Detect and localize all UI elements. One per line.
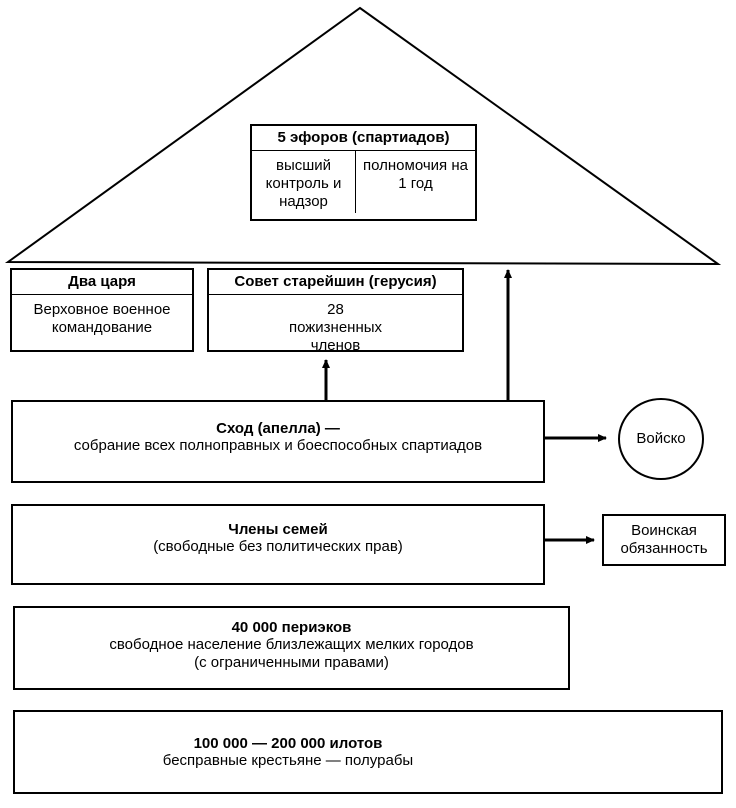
families-text: (свободные без политических прав) [153,538,403,555]
roof-triangle [4,6,722,266]
kings-text: Верховное военное командование [33,301,171,336]
duty-label: Воинская обязанность [620,522,708,557]
helots-text: бесправные крестьяне — полурабы [162,751,414,769]
ephors-left-text: высший контроль и надзор [252,151,356,213]
duty-box: Воинская обязанность [602,514,726,566]
families-title: Члены семей [228,521,328,538]
army-circle: Войско [618,398,704,480]
apella-text: собрание всех полноправных и боеспособны… [73,437,483,454]
families-box: Члены семей (свободные без политических … [11,504,545,585]
apella-box: Сход (апелла) — собрание всех полноправн… [11,400,545,483]
gerousia-box: Совет старейшин (герусия) 28 пожизненных… [207,268,464,354]
perioeci-text2: (с ограниченными правами) [194,653,389,671]
ephors-right-text: полномочия на 1 год [363,157,468,192]
perioeci-title: 40 000 периэков [231,618,352,636]
helots-box: 100 000 — 200 000 илотов бесправные крес… [13,710,723,794]
kings-title: Два царя [12,270,192,295]
perioeci-box: 40 000 периэков свободное население близ… [13,606,570,690]
gerousia-text: 28 пожизненных членов [288,301,383,354]
apella-title: Сход (апелла) — [216,420,340,437]
perioeci-text: свободное население близлежащих мелких г… [109,635,474,653]
helots-title: 100 000 — 200 000 илотов [193,734,383,752]
gerousia-title: Совет старейшин (герусия) [209,270,462,295]
ephors-title: 5 эфоров (спартиадов) [252,126,475,151]
ephors-box: 5 эфоров (спартиадов) высший контроль и … [250,124,477,221]
army-label: Войско [636,430,686,447]
kings-box: Два царя Верховное военное командование [10,268,194,352]
